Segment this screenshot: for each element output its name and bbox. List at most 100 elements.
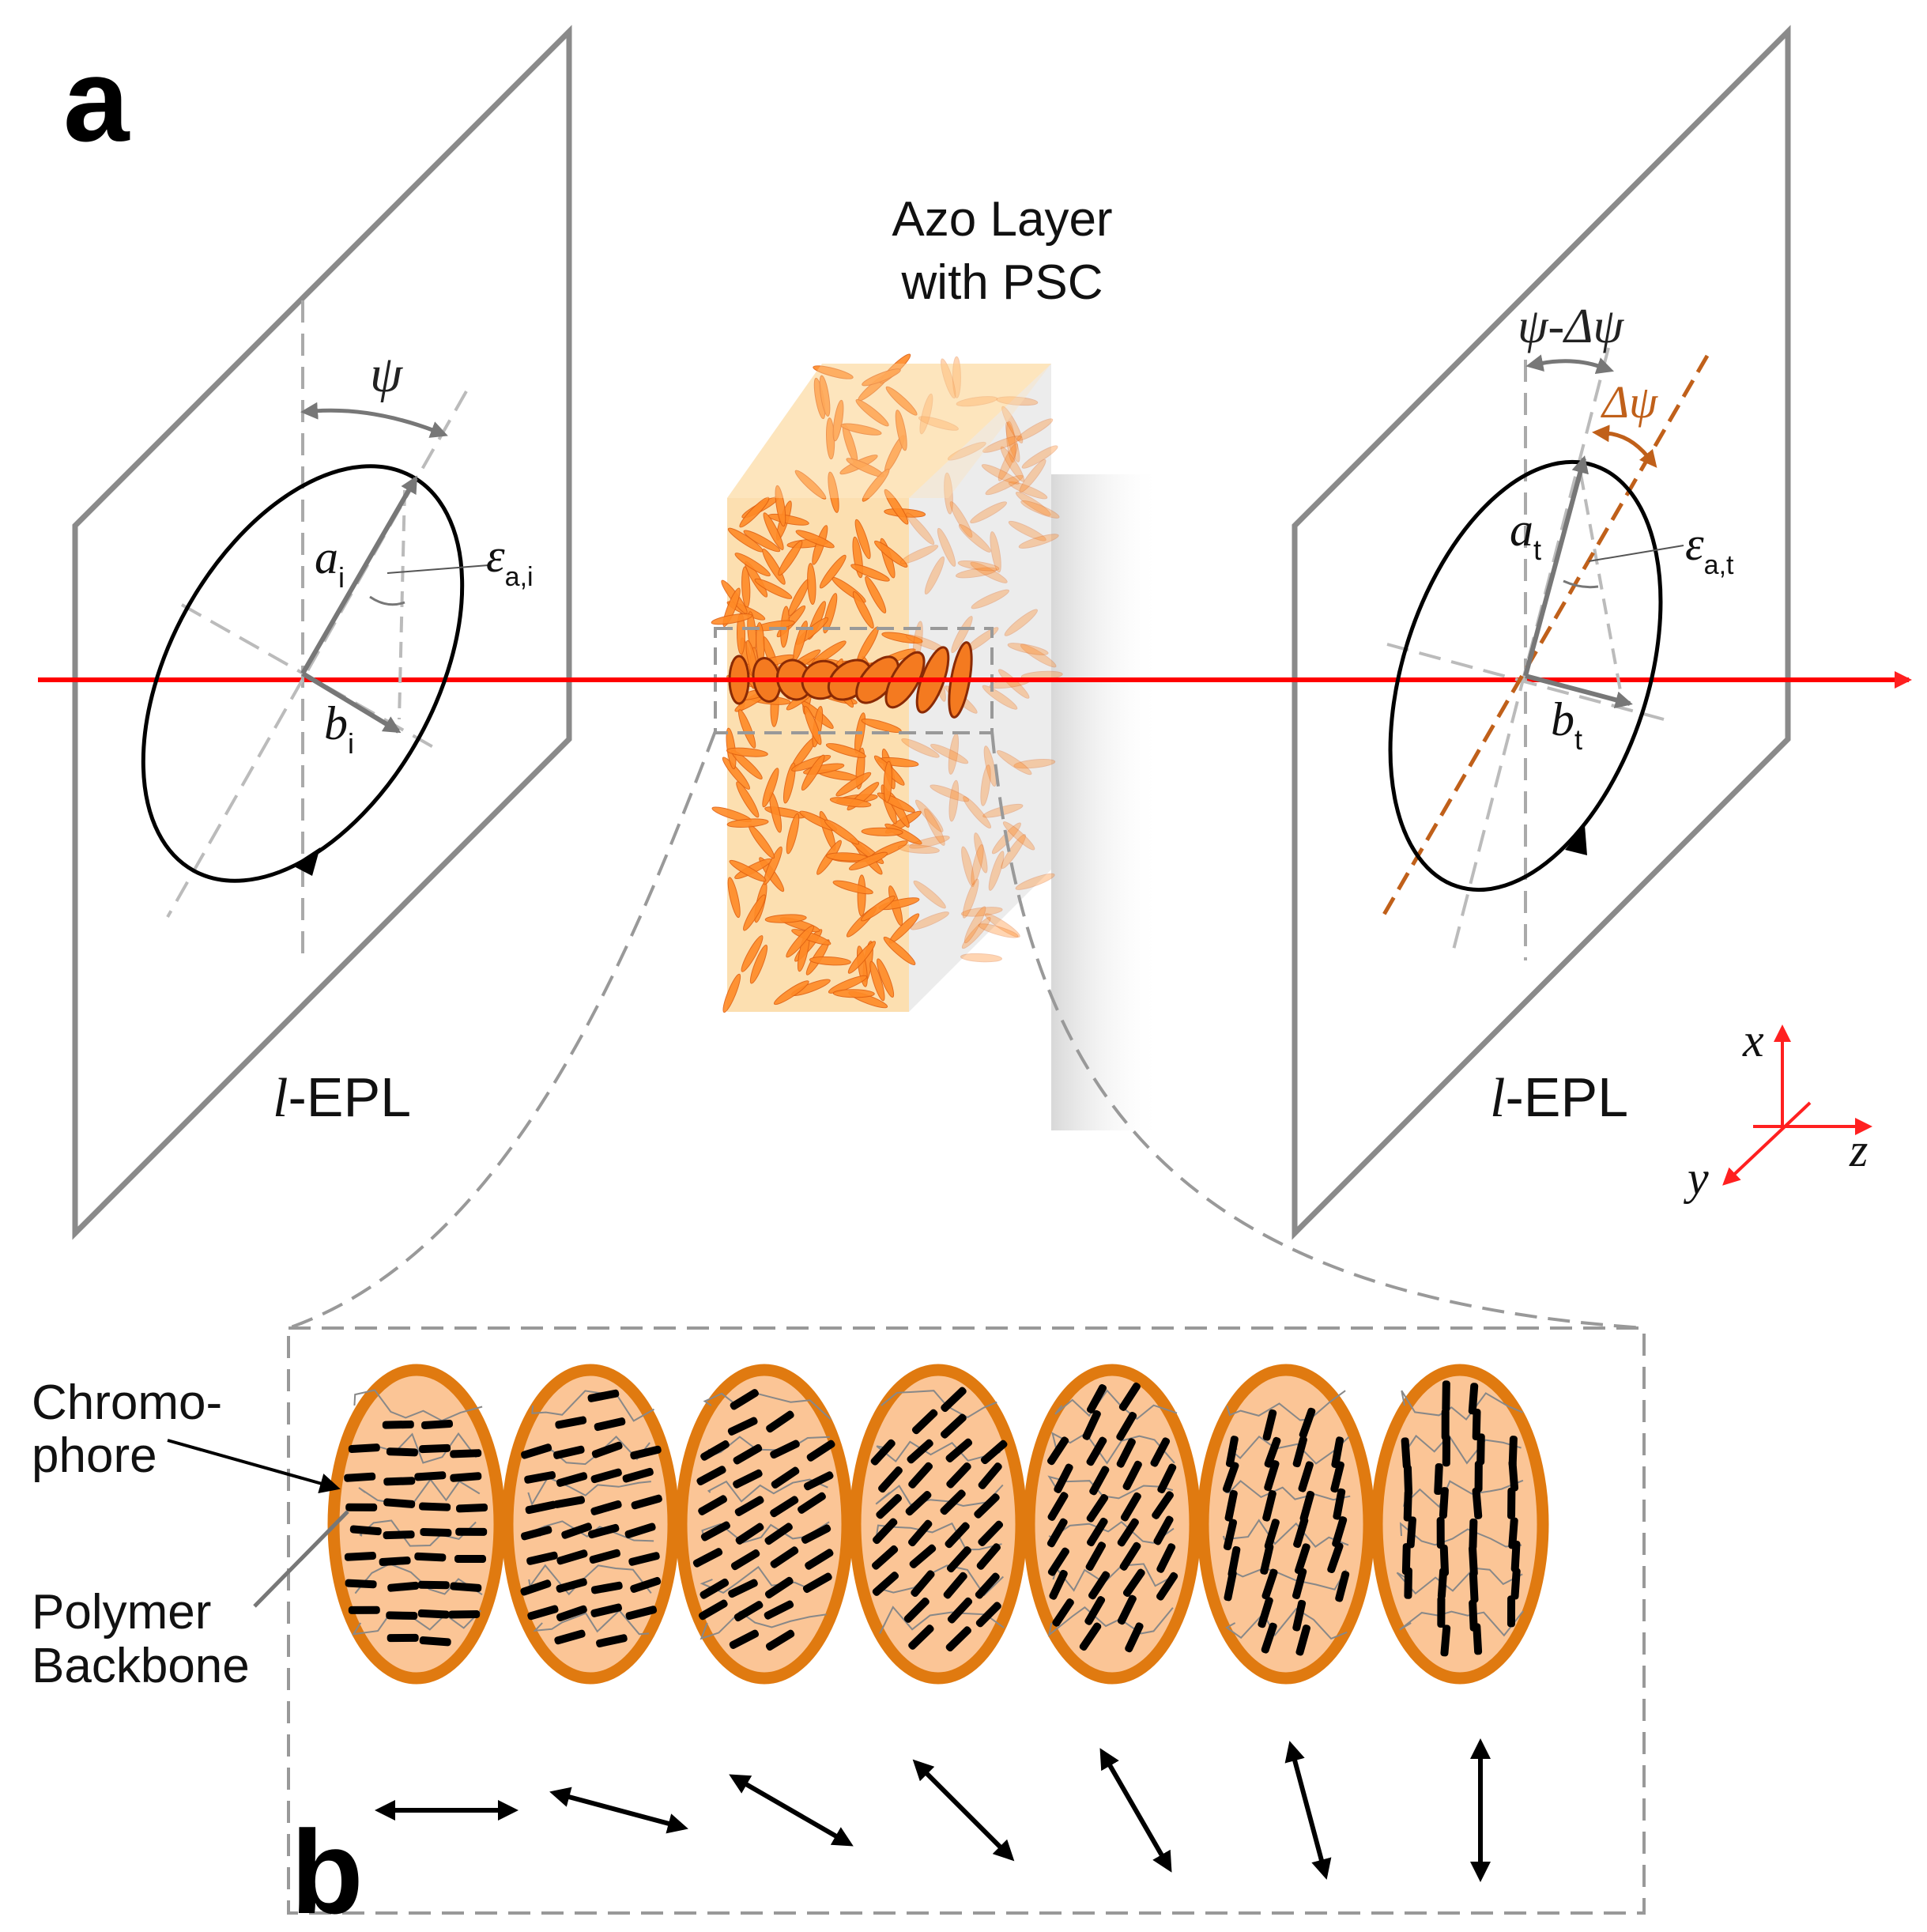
chromophore-dash	[698, 1495, 727, 1515]
chromophore-dash	[698, 1599, 728, 1621]
chromophore-dash	[1122, 1568, 1145, 1598]
chromophore-dash	[1332, 1516, 1348, 1548]
chromophore-dash	[417, 1580, 450, 1590]
chromophore-dash	[1224, 1489, 1238, 1522]
chromophore-dash	[591, 1441, 623, 1458]
chromophore-dash	[1331, 1436, 1344, 1469]
chromophore-dash	[1046, 1518, 1068, 1548]
chromophore-dash	[455, 1504, 488, 1513]
chromophore-dash	[1079, 1622, 1102, 1651]
chromophore-dash	[520, 1526, 552, 1541]
chromophore-dash	[876, 1493, 903, 1519]
chromophore-dash	[1440, 1624, 1451, 1657]
chromophore-dash	[871, 1545, 899, 1570]
chromophore-dash	[590, 1500, 622, 1515]
azo-chromophore	[997, 443, 1018, 481]
azo-chromophore	[1008, 481, 1048, 500]
chromophore-dash	[802, 1572, 832, 1594]
polymer-label-line1: Polymer	[32, 1585, 211, 1640]
chromophore-dash	[1116, 1438, 1136, 1468]
chromophore-dash	[1442, 1380, 1450, 1413]
chromophore-dash	[387, 1633, 419, 1643]
azo-chromophore	[956, 567, 997, 579]
chromophore-dash	[1224, 1569, 1237, 1602]
chromophore-dash	[345, 1503, 378, 1511]
azo-chromophore	[1018, 534, 1059, 549]
azo-title-line1: Azo Layer	[892, 192, 1112, 247]
azo-chromophore	[1007, 643, 1049, 655]
chromophore-dash	[552, 1445, 585, 1459]
azo-chromophore	[996, 750, 1032, 775]
azo-chromophore	[762, 768, 779, 808]
chromophore-dash	[766, 1410, 794, 1433]
chromophore-dash	[1156, 1543, 1176, 1573]
chromophore-dash	[911, 1570, 935, 1598]
chromophore-dash	[1047, 1547, 1069, 1576]
chromophore-dash	[1084, 1596, 1106, 1625]
right-plane-label: l-EPL	[1490, 1066, 1628, 1129]
b-i-label: bi	[324, 697, 354, 760]
chromophore-dash	[980, 1440, 1008, 1465]
chromophore-dash	[450, 1582, 482, 1592]
chromophore-dash	[1507, 1595, 1516, 1628]
chromophore-dash	[1052, 1598, 1074, 1627]
azo-chromophore	[971, 844, 984, 885]
right-plane-frame	[1292, 25, 1791, 1240]
orientation-arrow	[729, 1774, 854, 1847]
chromophore-dash	[344, 1472, 376, 1482]
chromophore-dash	[387, 1581, 420, 1592]
chromophore-dash	[872, 1572, 899, 1596]
chromophore-dash	[1117, 1518, 1139, 1547]
azo-chromophore	[930, 784, 970, 802]
chromophore-dash	[386, 1611, 418, 1621]
azo-chromophore	[947, 441, 986, 461]
azo-chromophore	[803, 706, 822, 745]
chromophore-dash	[450, 1449, 482, 1458]
azo-chromophore	[971, 589, 1009, 609]
azo-chromophore	[1020, 500, 1060, 519]
azo-chromophore	[883, 760, 892, 803]
azo-chromophore	[881, 632, 923, 644]
azo-chromophore	[957, 560, 1000, 572]
azo-chromophore	[722, 973, 741, 1013]
azo-chromophore	[763, 846, 782, 885]
azo-chromophore	[978, 923, 1019, 938]
chromophore-dash	[1298, 1461, 1314, 1492]
chromophore-dash	[555, 1416, 587, 1429]
azo-chromophore	[852, 591, 874, 629]
chromophore-dash	[420, 1527, 452, 1538]
chromophore-dash	[1333, 1488, 1346, 1520]
chromophore-dash	[524, 1471, 556, 1484]
polarization-slice	[849, 1364, 1028, 1685]
chromophore-dash	[556, 1578, 587, 1593]
chromophore-dash	[525, 1500, 557, 1515]
left-polarization-diagram	[141, 300, 489, 957]
chromophore-dash	[1086, 1493, 1109, 1523]
chromophore-dash	[448, 1609, 481, 1619]
chromophore-dash	[905, 1490, 932, 1516]
azo-chromophore	[877, 958, 895, 998]
chromophore-dash	[625, 1606, 658, 1621]
chromophore-dash	[798, 1492, 826, 1514]
chromophore-dash	[873, 1518, 898, 1545]
azo-chromophore	[883, 936, 916, 965]
chromophore-dash	[1442, 1435, 1451, 1467]
chromophore-dash	[1510, 1568, 1521, 1600]
azo-chromophore	[983, 745, 997, 787]
azo-chromophore	[1000, 446, 1025, 482]
chromophore-dash	[590, 1581, 623, 1594]
chromophore-dash	[630, 1445, 662, 1460]
chromophore-dash	[526, 1551, 558, 1565]
chromophore-dash	[1116, 1411, 1137, 1441]
azo-chromophore	[722, 757, 750, 790]
chromophore-dash	[622, 1467, 654, 1483]
chromophore-dash	[1117, 1594, 1137, 1625]
azo-chromophore	[1005, 421, 1020, 462]
azo-chromophore	[862, 368, 901, 387]
azo-chromophore	[786, 813, 800, 855]
chromophore-dash	[1082, 1409, 1101, 1440]
azo-chromophore	[862, 468, 890, 502]
azo-chromophore	[919, 393, 933, 435]
chromophore-dash	[1120, 1492, 1141, 1522]
chromophore-dash	[1474, 1460, 1483, 1492]
